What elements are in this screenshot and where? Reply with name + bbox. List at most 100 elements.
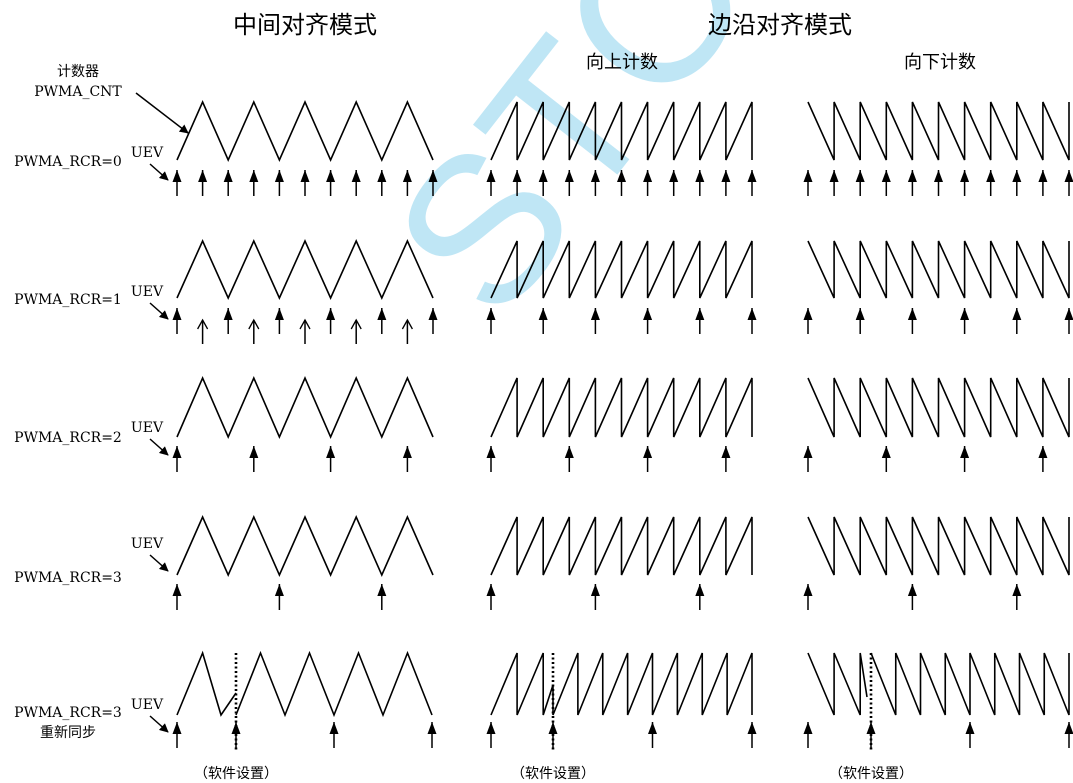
- center-uev-arrow-head: [172, 446, 182, 458]
- uev-label: UEV: [131, 284, 164, 300]
- down-uev-arrow-head: [907, 584, 917, 596]
- down-uev-arrow-head: [855, 308, 865, 320]
- count-up-heading: 向上计数: [586, 52, 658, 73]
- up-uev-arrow-head: [590, 584, 600, 596]
- uev-pointer-arrow: [149, 715, 169, 733]
- up-sawtooth-wave-before-resync: [490, 652, 554, 716]
- counter-pointer-arrow: [135, 92, 189, 134]
- center-aligned-mode-heading: 中间对齐模式: [233, 11, 377, 39]
- up-uev-arrow-head: [486, 170, 496, 182]
- software-set-label-center: （软件设置）: [194, 766, 278, 782]
- up-uev-arrow-head: [721, 446, 731, 458]
- down-uev-arrow-head: [866, 722, 876, 734]
- center-update-arrow-thin-head: [350, 318, 362, 330]
- down-sawtooth-wave-before-resync: [807, 652, 868, 716]
- uev-label: UEV: [131, 145, 164, 161]
- up-uev-arrow-head: [643, 308, 653, 320]
- uev-pointer-arrow: [149, 438, 169, 456]
- row-label-rcr3: PWMA_RCR=3: [14, 570, 122, 586]
- center-triangle-wave: [176, 239, 434, 300]
- down-uev-arrow-head: [855, 170, 865, 182]
- center-uev-arrow-head: [326, 170, 336, 182]
- down-uev-arrow-head: [803, 722, 813, 734]
- center-uev-arrow-head: [231, 722, 241, 734]
- row-label-rcr3-resync: PWMA_RCR=3: [14, 705, 122, 721]
- center-uev-arrow-head: [274, 584, 284, 596]
- center-uev-arrow-head: [223, 170, 233, 182]
- up-uev-arrow-head: [590, 308, 600, 320]
- software-set-label-up: （软件设置）: [511, 766, 595, 782]
- uev-label: UEV: [131, 697, 164, 713]
- down-uev-arrow-head: [829, 170, 839, 182]
- row-label-rcr2: PWMA_RCR=2: [14, 430, 122, 446]
- up-uev-arrow-head: [548, 722, 558, 734]
- up-uev-arrow-head: [564, 446, 574, 458]
- up-uev-arrow-head: [538, 308, 548, 320]
- center-uev-arrow-head: [427, 722, 437, 734]
- center-uev-arrow-head: [172, 308, 182, 320]
- up-sawtooth-wave: [490, 377, 753, 438]
- down-sawtooth-wave: [807, 240, 1070, 299]
- down-uev-arrow-head: [1064, 308, 1073, 320]
- count-down-heading: 向下计数: [904, 52, 976, 73]
- center-uev-arrow-head: [329, 722, 339, 734]
- down-uev-arrow-head: [934, 170, 943, 182]
- down-uev-arrow-head: [1064, 722, 1073, 734]
- down-uev-arrow-head: [907, 170, 917, 182]
- up-sawtooth-wave: [490, 101, 753, 161]
- down-uev-arrow-head: [881, 446, 891, 458]
- center-uev-arrow-head: [198, 170, 208, 182]
- up-uev-arrow-head: [643, 170, 653, 182]
- up-sawtooth-wave-after-resync: [552, 652, 753, 716]
- counter-label: 计数器: [57, 64, 99, 80]
- down-uev-arrow-head: [960, 446, 970, 458]
- uev-labels: UEV UEV UEV UEV UEV: [131, 145, 169, 733]
- down-uev-arrow-head: [1012, 584, 1022, 596]
- up-uev-arrow-head: [747, 308, 757, 320]
- up-uev-arrow-head: [617, 170, 626, 182]
- center-update-arrow-thin-head: [248, 318, 260, 330]
- up-uev-arrow-head: [486, 722, 496, 734]
- uev-label: UEV: [131, 536, 164, 552]
- down-uev-arrow-head: [803, 446, 813, 458]
- up-uev-arrow-head: [747, 722, 757, 734]
- up-sawtooth-wave: [490, 240, 753, 299]
- down-uev-arrow-head: [907, 308, 917, 320]
- uev-pointer-arrow: [149, 554, 169, 572]
- up-uev-arrow-head: [695, 308, 705, 320]
- up-uev-arrow-head: [695, 170, 705, 182]
- center-uev-arrow-head: [249, 446, 259, 458]
- up-uev-arrow-head: [747, 170, 757, 182]
- software-set-label-down: （软件设置）: [829, 766, 913, 782]
- center-uev-arrow-head: [326, 308, 336, 320]
- down-uev-arrow-head: [1038, 170, 1048, 182]
- center-uev-arrow-head: [249, 170, 259, 182]
- center-uev-arrow-head: [274, 170, 284, 182]
- center-uev-arrow-head: [274, 308, 284, 320]
- up-uev-arrow-head: [486, 308, 496, 320]
- center-update-arrow-thin-head: [197, 318, 209, 330]
- center-uev-arrow-head: [377, 308, 387, 320]
- row-label-resync: 重新同步: [40, 725, 96, 741]
- uev-pointer-arrow: [149, 163, 169, 181]
- down-uev-arrow-head: [1012, 170, 1022, 182]
- center-uev-arrow-head: [172, 584, 182, 596]
- center-uev-arrow-head: [377, 584, 387, 596]
- center-uev-arrow-head: [428, 170, 438, 182]
- center-uev-arrow-head: [172, 722, 182, 734]
- up-uev-arrow-head: [538, 170, 548, 182]
- up-uev-arrow-head: [486, 446, 496, 458]
- down-uev-arrow-head: [1012, 308, 1022, 320]
- uev-arrows: [172, 170, 1073, 748]
- edge-aligned-mode-heading: 边沿对齐模式: [708, 11, 852, 39]
- up-uev-arrow-head: [695, 584, 705, 596]
- up-uev-arrow-head: [590, 170, 600, 182]
- center-update-arrow-thin-head: [299, 318, 311, 330]
- center-triangle-wave: [176, 515, 434, 577]
- down-uev-arrow-head: [1064, 170, 1073, 182]
- center-uev-arrow-head: [377, 170, 387, 182]
- up-uev-arrow-head: [564, 170, 574, 182]
- center-uev-arrow-head: [223, 308, 233, 320]
- down-sawtooth-wave: [807, 101, 1070, 161]
- uev-pointer-arrow: [149, 302, 169, 320]
